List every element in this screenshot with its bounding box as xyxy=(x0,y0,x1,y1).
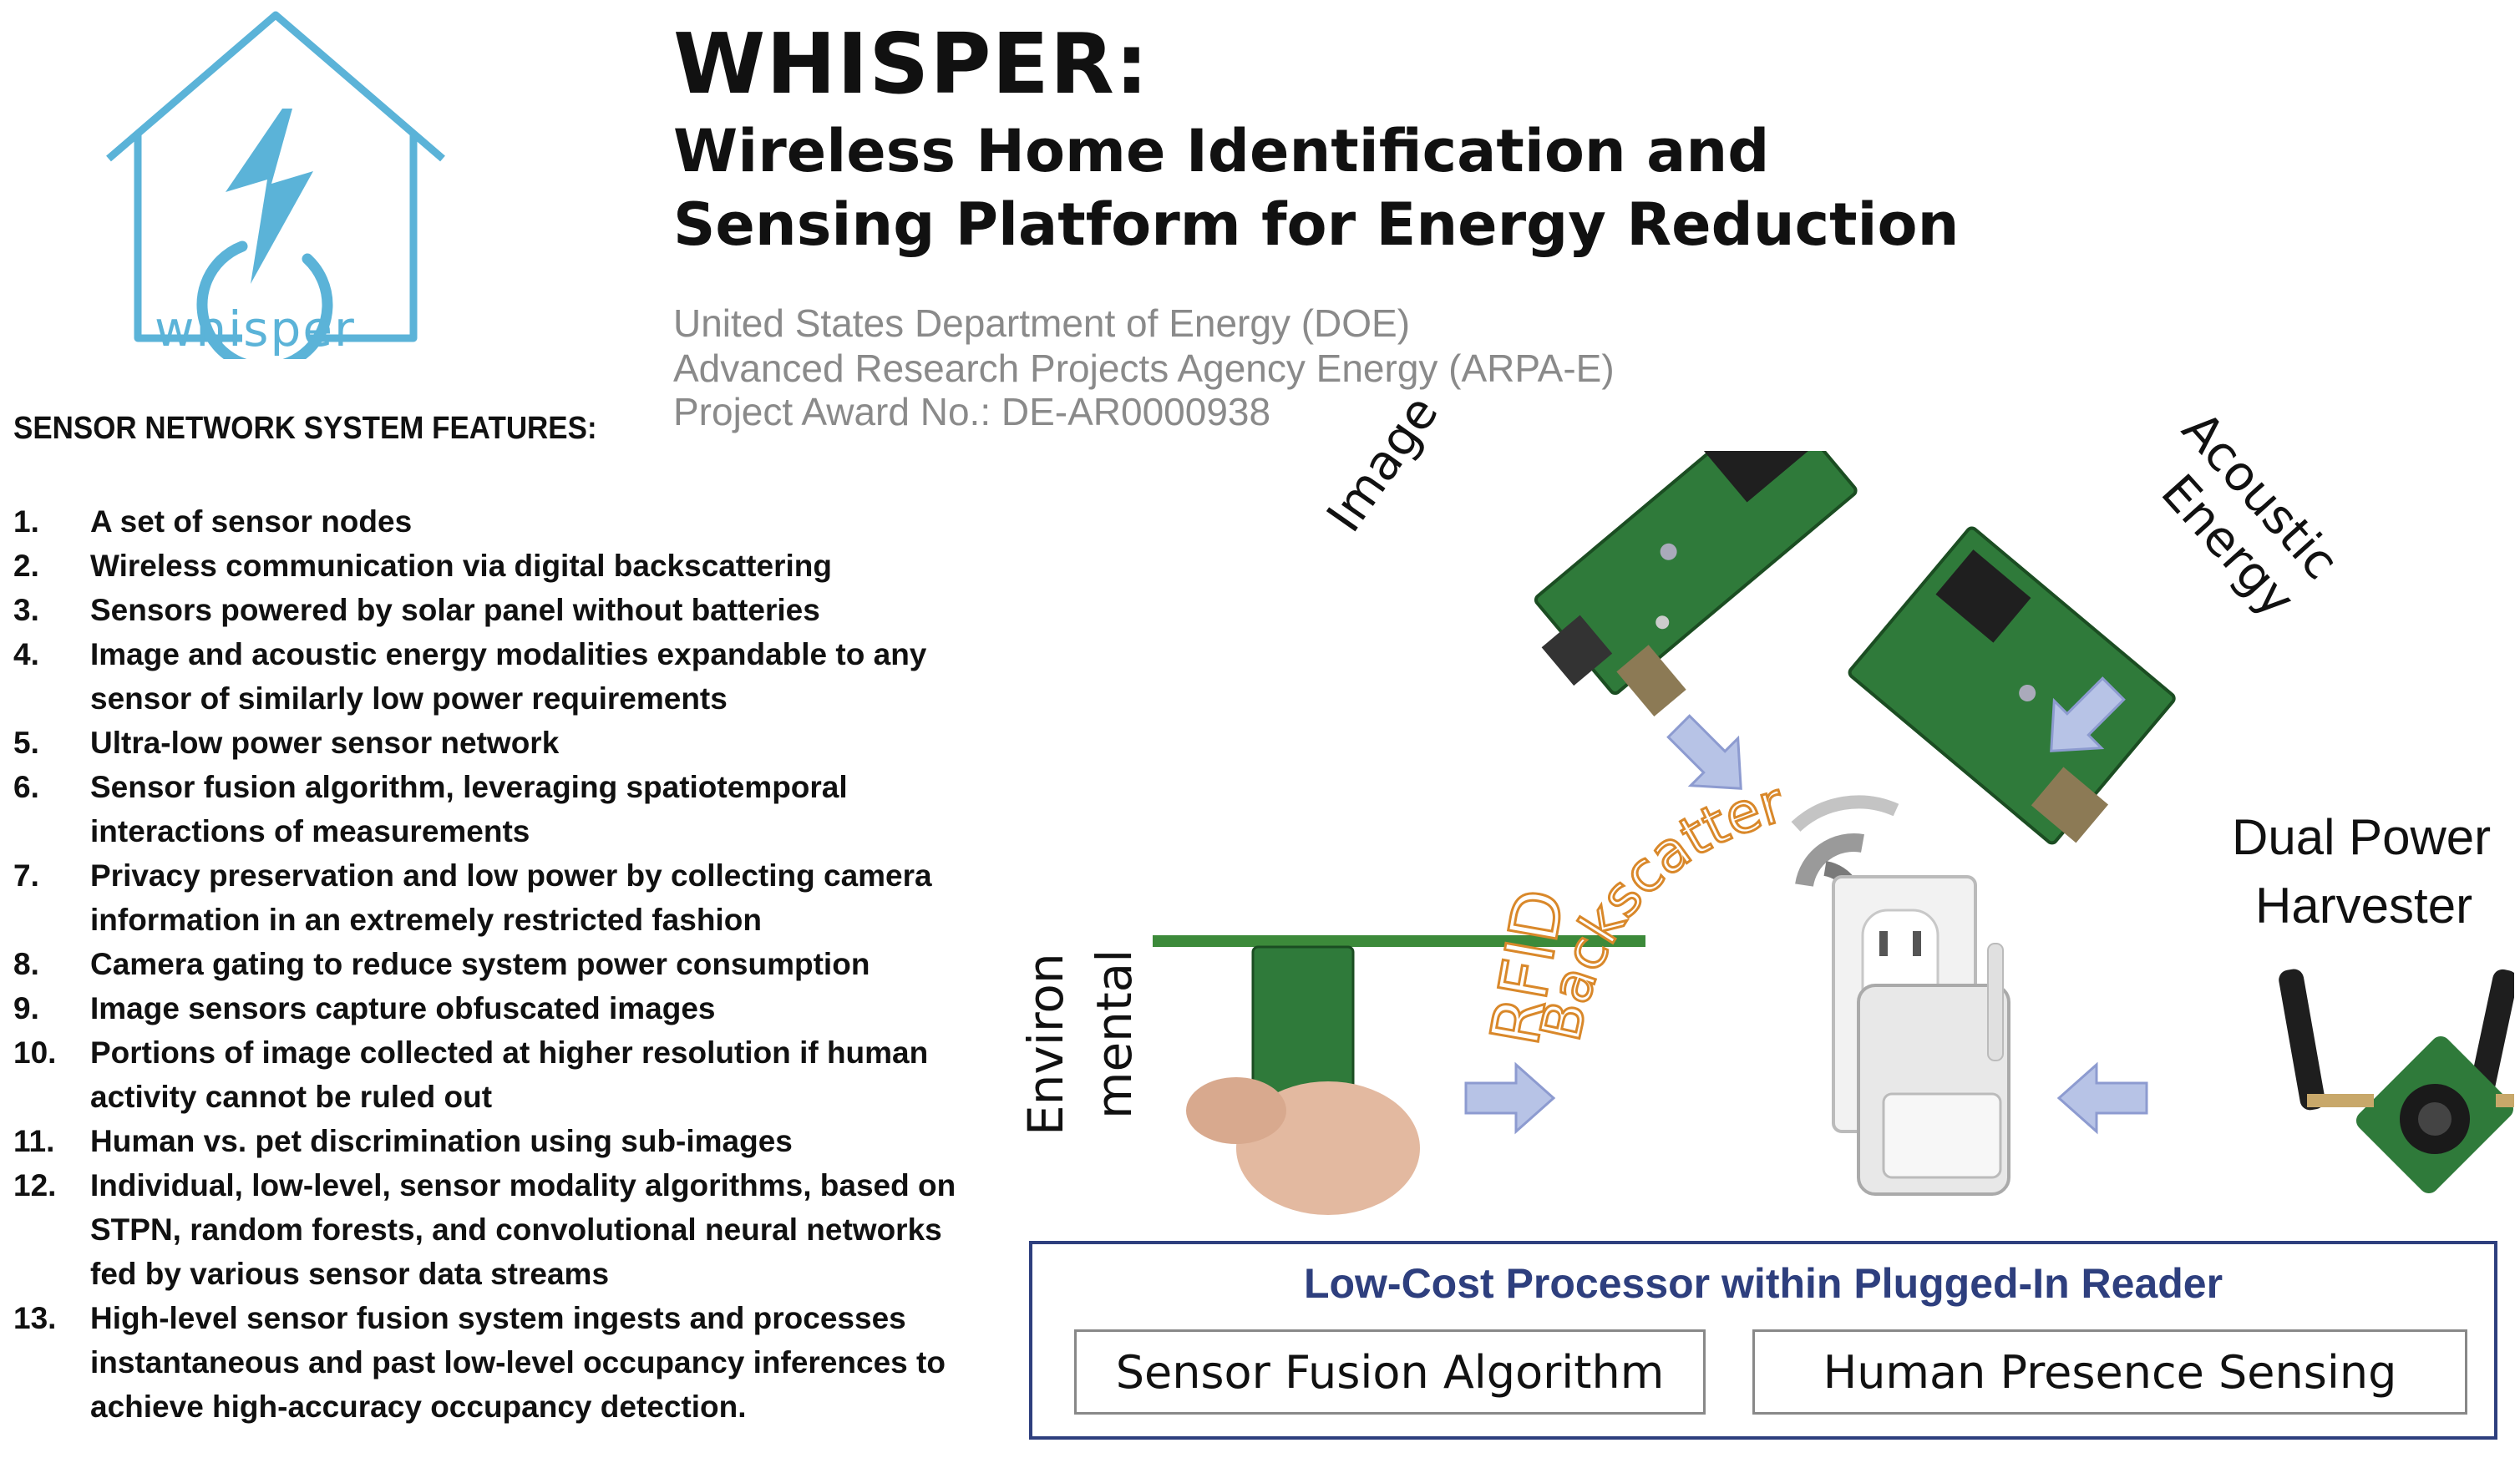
image-sensor-board-icon xyxy=(1534,451,1858,716)
list-item: 5. Ultra-low power sensor network xyxy=(13,721,992,765)
sensor-fusion-box: Sensor Fusion Algorithm xyxy=(1074,1329,1706,1415)
subtitle-line-1: Wireless Home Identification and xyxy=(673,117,1770,185)
list-item-number: 2. xyxy=(13,549,39,583)
list-item-number: 12. xyxy=(13,1168,57,1202)
list-item-number: 7. xyxy=(13,858,39,893)
list-item: 6. Sensor fusion algorithm, leveraging sp… xyxy=(13,765,992,853)
list-item: 11. Human vs. pet discrimination using su… xyxy=(13,1119,992,1163)
agency-line-2: Advanced Research Projects Agency Energy… xyxy=(673,347,1615,390)
arrow-harvester-to-reader-icon xyxy=(2056,1061,2148,1135)
list-item-text: Image sensors capture obfuscated images xyxy=(90,991,716,1025)
list-item: 8. Camera gating to reduce system power c… xyxy=(13,942,992,986)
list-item: 9. Image sensors capture obfuscated image… xyxy=(13,986,992,1030)
list-item-number: 5. xyxy=(13,726,39,760)
arrow-image-to-reader-icon xyxy=(1666,714,1742,790)
harvester-label: Harvester xyxy=(2255,878,2473,934)
list-item-text: Sensor fusion algorithm, leveraging spat… xyxy=(90,770,848,848)
list-item: 10. Portions of image collected at higher… xyxy=(13,1030,992,1119)
logo-wordmark: whisper xyxy=(155,301,356,357)
list-item-number: 10. xyxy=(13,1035,57,1070)
arrow-acoustic-to-reader-icon xyxy=(2050,676,2126,752)
list-item-number: 9. xyxy=(13,991,39,1025)
list-item-text: Privacy preservation and low power by co… xyxy=(90,858,932,937)
list-item: 3. Sensors powered by solar panel without… xyxy=(13,588,992,632)
list-item: 4. Image and acoustic energy modalities e… xyxy=(13,632,992,721)
list-item-text: High-level sensor fusion system ingests … xyxy=(90,1301,946,1424)
page-title: WHISPER: xyxy=(673,15,1149,113)
processor-title: Low-Cost Processor within Plugged-In Rea… xyxy=(1303,1260,2223,1307)
whisper-logo-icon xyxy=(106,11,445,359)
dual-power-harvester-icon xyxy=(2279,969,2514,1194)
list-item-number: 1. xyxy=(13,504,39,539)
subtitle-line-2: Sensing Platform for Energy Reduction xyxy=(673,190,1960,259)
agency-line-1: United States Department of Energy (DOE) xyxy=(673,301,1411,345)
list-item-text: Wireless communication via digital backs… xyxy=(90,549,832,583)
list-item-number: 6. xyxy=(13,770,39,804)
list-item-number: 8. xyxy=(13,947,39,981)
plugged-in-reader-icon xyxy=(1832,875,2010,1196)
list-item: 12. Individual, low-level, sensor modalit… xyxy=(13,1163,992,1296)
features-list: 1. A set of sensor nodes 2. Wireless commu… xyxy=(13,499,1016,1429)
processor-box: Low-Cost Processor within Plugged-In Rea… xyxy=(1029,1241,2497,1440)
list-item-text: Sensors powered by solar panel without b… xyxy=(90,593,820,627)
system-diagram xyxy=(1153,451,2514,1215)
list-item: 13. High-level sensor fusion system inges… xyxy=(13,1296,992,1429)
list-item-text: Human vs. pet discrimination using sub-i… xyxy=(90,1124,793,1158)
list-item-text: Image and acoustic energy modalities exp… xyxy=(90,637,927,716)
environmental-label-line-1: Environ xyxy=(1017,953,1074,1136)
list-item-text: A set of sensor nodes xyxy=(90,504,413,539)
dual-power-label: Dual Power xyxy=(2232,809,2492,865)
environmental-sensor-icon xyxy=(1153,935,1645,1215)
features-heading: SENSOR NETWORK SYSTEM FEATURES: xyxy=(13,411,597,446)
human-presence-box: Human Presence Sensing xyxy=(1752,1329,2467,1415)
list-item-text: Individual, low-level, sensor modality a… xyxy=(90,1168,956,1291)
acoustic-sensor-board-icon xyxy=(1848,526,2176,845)
agency-line-3: Project Award No.: DE-AR0000938 xyxy=(673,390,1271,433)
list-item-number: 13. xyxy=(13,1301,57,1335)
list-item: 2. Wireless communication via digital bac… xyxy=(13,544,992,588)
list-item-number: 11. xyxy=(13,1124,55,1158)
environmental-label-line-2: mental xyxy=(1086,949,1143,1119)
list-item-number: 3. xyxy=(13,593,39,627)
arrow-environmental-to-reader-icon xyxy=(1464,1061,1556,1135)
list-item: 7. Privacy preservation and low power by … xyxy=(13,853,992,942)
list-item-text: Camera gating to reduce system power con… xyxy=(90,947,870,981)
list-item-number: 4. xyxy=(13,637,39,671)
list-item-text: Ultra-low power sensor network xyxy=(90,726,560,760)
list-item-text: Portions of image collected at higher re… xyxy=(90,1035,929,1114)
list-item: 1. A set of sensor nodes xyxy=(13,499,992,544)
rfid-backscatter-labels: RFID Backscatter xyxy=(1487,769,1792,1052)
